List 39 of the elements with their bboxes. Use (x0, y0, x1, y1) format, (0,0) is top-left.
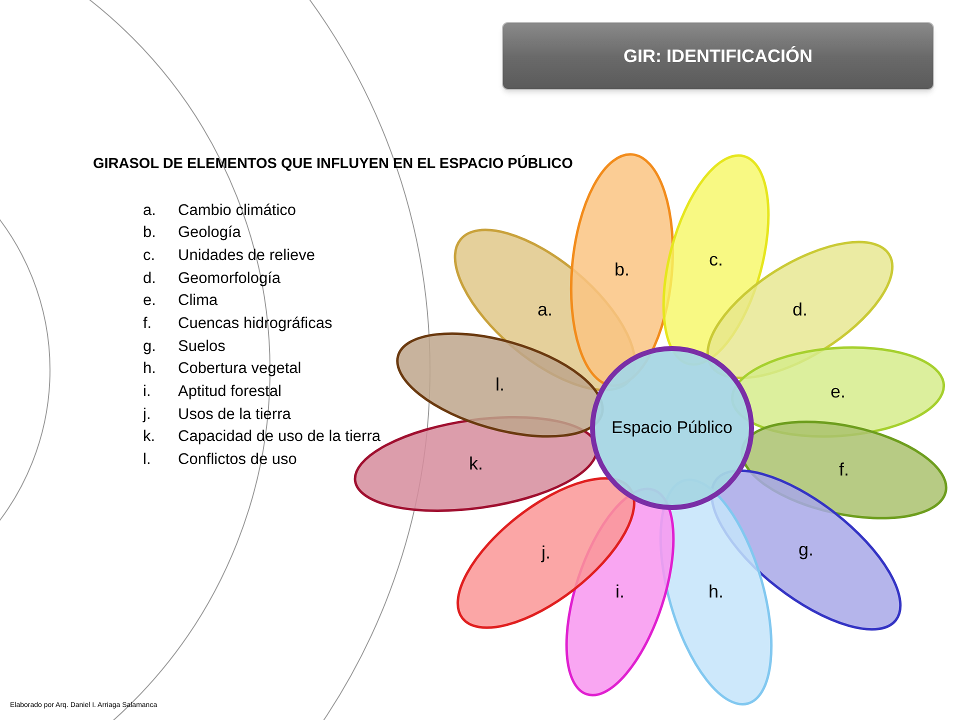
petal-label: i. (616, 580, 624, 604)
list-item: Conflictos de uso (178, 452, 297, 468)
list-marker: k. (143, 429, 156, 445)
petal-label: g. (798, 538, 814, 562)
petal-label: d. (792, 298, 808, 322)
petal-label: l. (496, 374, 504, 396)
petal-label: h. (708, 580, 724, 604)
list-item: Geología (178, 225, 241, 241)
petal-label: b. (614, 258, 630, 282)
list-item: Suelos (178, 338, 226, 354)
list-marker: g. (143, 338, 157, 354)
list-marker: c. (143, 248, 156, 264)
list-item: Aptitud forestal (178, 384, 282, 400)
list-item: Capacidad de uso de la tierra (178, 429, 380, 445)
petal-label: e. (830, 380, 846, 404)
list-marker: b. (143, 225, 157, 241)
list-marker: h. (143, 361, 157, 377)
list-heading: GIRASOL DE ELEMENTOS QUE INFLUYEN EN EL ESPACIO PÚBLICO (93, 154, 573, 174)
list-item: Clima (178, 293, 218, 309)
list-marker: a. (143, 202, 157, 218)
list-item: Geomorfología (178, 270, 281, 286)
list-marker: j. (143, 406, 152, 422)
list-marker: e. (143, 293, 157, 309)
list-item: Cuencas hidrográficas (178, 316, 332, 332)
petal-label: j. (542, 542, 550, 564)
title-banner: GIR: IDENTIFICACIÓN (502, 22, 934, 90)
petal-label: f. (839, 458, 849, 482)
list-item: Usos de la tierra (178, 406, 291, 422)
petal-label: c. (709, 248, 723, 272)
list-item: Unidades de relieve (178, 248, 316, 264)
list-item: Cambio climático (178, 202, 296, 218)
list-marker: i. (143, 384, 152, 400)
list-item: Cobertura vegetal (178, 361, 302, 377)
list-marker: d. (143, 270, 157, 286)
list-marker: f. (143, 316, 153, 332)
petal-label: a. (538, 298, 552, 322)
petal-label: k. (469, 452, 483, 476)
list-marker: l. (143, 452, 152, 468)
center-label: Espacio Público (612, 417, 732, 440)
